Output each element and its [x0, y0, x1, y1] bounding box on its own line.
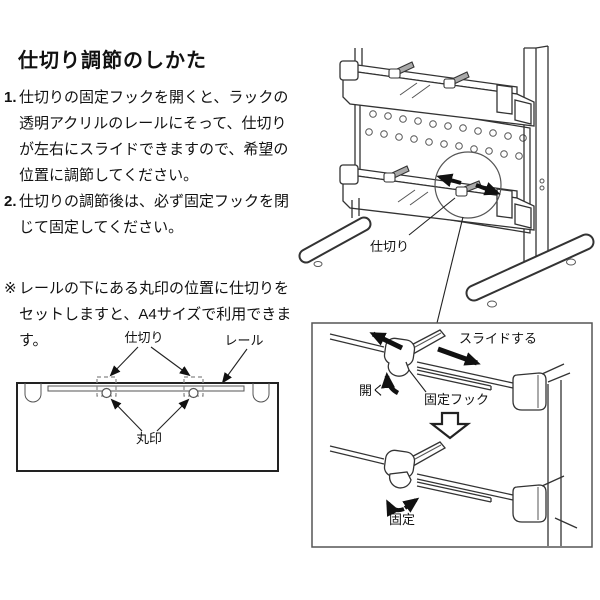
divider-arrow-left: [109, 346, 139, 377]
inset-leader-line: [436, 216, 464, 324]
closed-hook-flap: [388, 471, 412, 489]
rail-label: レール: [224, 333, 263, 348]
corner-posts: [547, 380, 562, 546]
circle-mark-right: [188, 387, 199, 399]
base-diagram: 仕切り レール 丸印: [16, 330, 279, 472]
rack-illustration: 仕切り: [298, 45, 595, 324]
note-item: ※ レールの下にある丸印の位置に仕切りをセットしますと、A4サイズで利用できます…: [4, 276, 296, 354]
open-hook-flap: [387, 361, 410, 377]
circle-mark-left: [101, 387, 112, 399]
corner-block: [512, 372, 547, 411]
detail-inset: スライドする 開く 固定フック 固定: [311, 322, 593, 548]
hook-leader-line: [408, 369, 427, 393]
divider-position-left: [96, 376, 117, 397]
slide-right-arrow: [437, 346, 481, 366]
step-item-2: 2. 仕切りの調節後は、必ず固定フックを閉じて固定してください。: [4, 189, 296, 241]
note-text: レールの下にある丸印の位置に仕切りをセットしますと、A4サイズで利用できます。: [19, 280, 292, 349]
down-arrow: [428, 411, 472, 440]
circle-mark-arrow-left: [110, 398, 143, 432]
inset-locked-drawing: 固定: [329, 441, 578, 529]
step-item-1: 1. 仕切りの固定フックを開くと、ラックの透明アクリルのレールにそって、仕切りが…: [4, 85, 296, 189]
circle-mark-label: 丸印: [136, 431, 162, 446]
circle-mark-arrow-right: [156, 398, 190, 432]
magnifier-circle: [434, 151, 502, 219]
right-post: [523, 45, 549, 266]
corner-block: [512, 484, 547, 523]
instruction-steps: 1. 仕切りの固定フックを開くと、ラックの透明アクリルのレールにそって、仕切りが…: [4, 85, 296, 241]
step-text: 仕切りの固定フックを開くと、ラックの透明アクリルのレールにそって、仕切りが左右に…: [19, 89, 289, 184]
note-block: ※ レールの下にある丸印の位置に仕切りをセットしますと、A4サイズで利用できます…: [4, 276, 296, 354]
lock-label: 固定: [389, 512, 415, 527]
rotate-arrow-right: [402, 497, 420, 513]
slide-label: スライドする: [459, 331, 537, 346]
corner-slot-left: [24, 383, 42, 403]
step-number: 1.: [4, 89, 17, 106]
base-outline: [16, 382, 279, 472]
slide-right-arrow: [475, 182, 501, 196]
open-arrow: [381, 372, 400, 396]
hook-label: 固定フック: [424, 392, 489, 407]
rack-feet: [298, 198, 595, 308]
divider-label: 仕切り: [124, 330, 163, 345]
divider-leader-line: [408, 197, 456, 236]
page-title: 仕切り調節のしかた: [18, 50, 207, 72]
divider-label: 仕切り: [370, 239, 409, 254]
inset-open-drawing: スライドする 開く 固定フック: [329, 329, 571, 411]
note-marker: ※: [4, 280, 17, 297]
open-label: 開く: [359, 383, 385, 398]
step-text: 仕切りの調節後は、必ず固定フックを閉じて固定してください。: [19, 193, 290, 236]
divider-arrow-right: [150, 346, 191, 377]
slide-left-arrow: [369, 331, 404, 351]
corner-slot-right: [252, 383, 270, 403]
bottom-tray: [339, 164, 535, 231]
divider-position-right: [183, 376, 204, 397]
panel-holes: [365, 110, 527, 160]
rail-arrow: [221, 348, 248, 384]
slide-left-arrow: [436, 173, 462, 188]
rail-bar: [47, 385, 245, 392]
top-tray: [339, 60, 535, 127]
step-number: 2.: [4, 193, 17, 210]
wing-clip: [443, 71, 470, 89]
wing-clip: [383, 165, 410, 183]
wing-clip: [388, 61, 415, 79]
